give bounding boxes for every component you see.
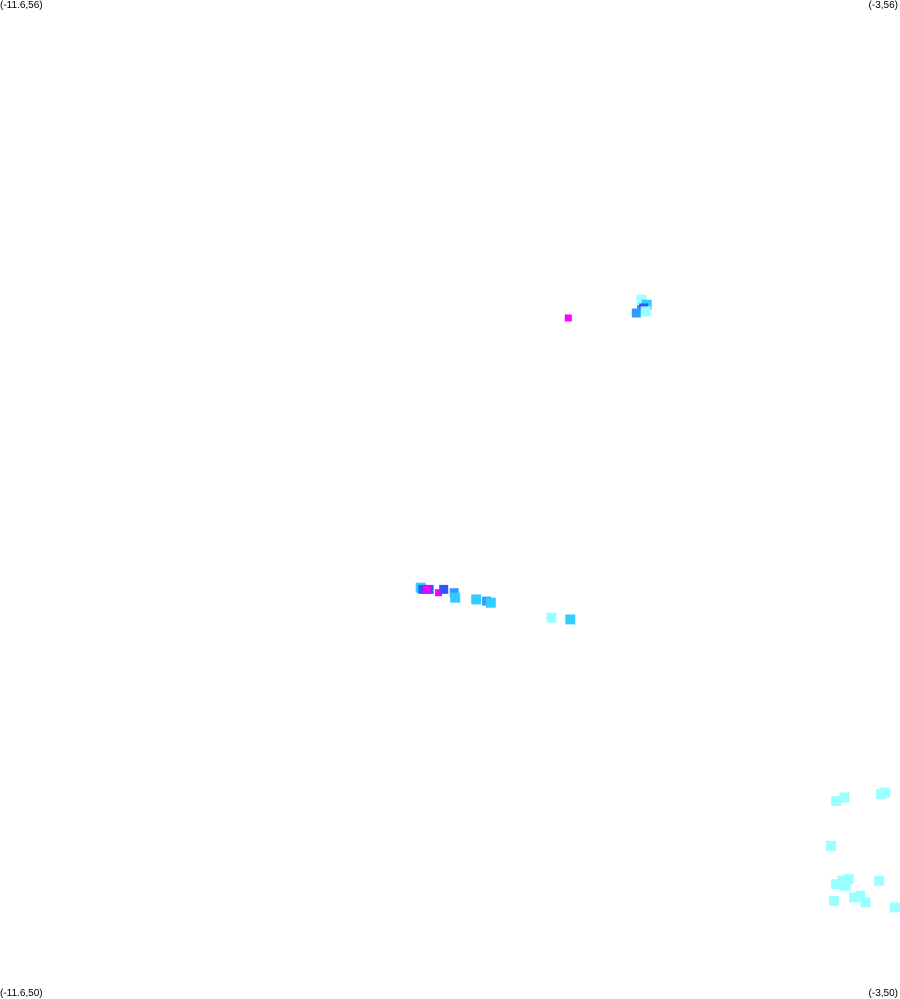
density-cell-low — [889, 902, 900, 913]
southeast-cluster — [825, 787, 900, 913]
density-cell-mid-low — [485, 597, 496, 608]
density-cell-mid-low — [450, 592, 461, 603]
density-cell-low — [825, 840, 836, 851]
density-cell-low — [829, 895, 840, 906]
density-cell-low — [546, 612, 557, 623]
density-cell-high — [418, 584, 428, 594]
density-cell-low — [880, 787, 891, 798]
density-cell-low — [860, 897, 871, 908]
density-cell-peak — [435, 589, 442, 597]
density-cell-mid — [631, 308, 641, 318]
density-cell-low — [874, 875, 885, 886]
corner-label-top-right: (-3,56) — [868, 0, 898, 11]
density-cell-low — [839, 792, 850, 803]
density-cell-low — [855, 890, 866, 901]
density-cell-peak — [423, 585, 431, 593]
density-cell-low — [640, 306, 651, 317]
density-cell-low — [636, 294, 647, 305]
density-cell-low — [849, 892, 859, 903]
density-cell-low — [831, 795, 842, 806]
density-cell-low — [840, 880, 851, 891]
density-cell-mid-low — [471, 594, 482, 605]
density-cell-low — [831, 879, 842, 890]
corner-label-bottom-right: (-3,50) — [868, 988, 898, 999]
central-cluster — [415, 582, 576, 625]
density-cell-peak — [564, 314, 572, 322]
density-cell-mid-low — [565, 614, 576, 625]
north-cluster — [564, 294, 652, 322]
corner-label-bottom-left: (-11.6,50) — [0, 988, 43, 999]
density-cell-low — [843, 874, 854, 885]
corner-label-top-left: (-11.6,56) — [0, 0, 43, 11]
density-cell-high — [439, 584, 449, 594]
